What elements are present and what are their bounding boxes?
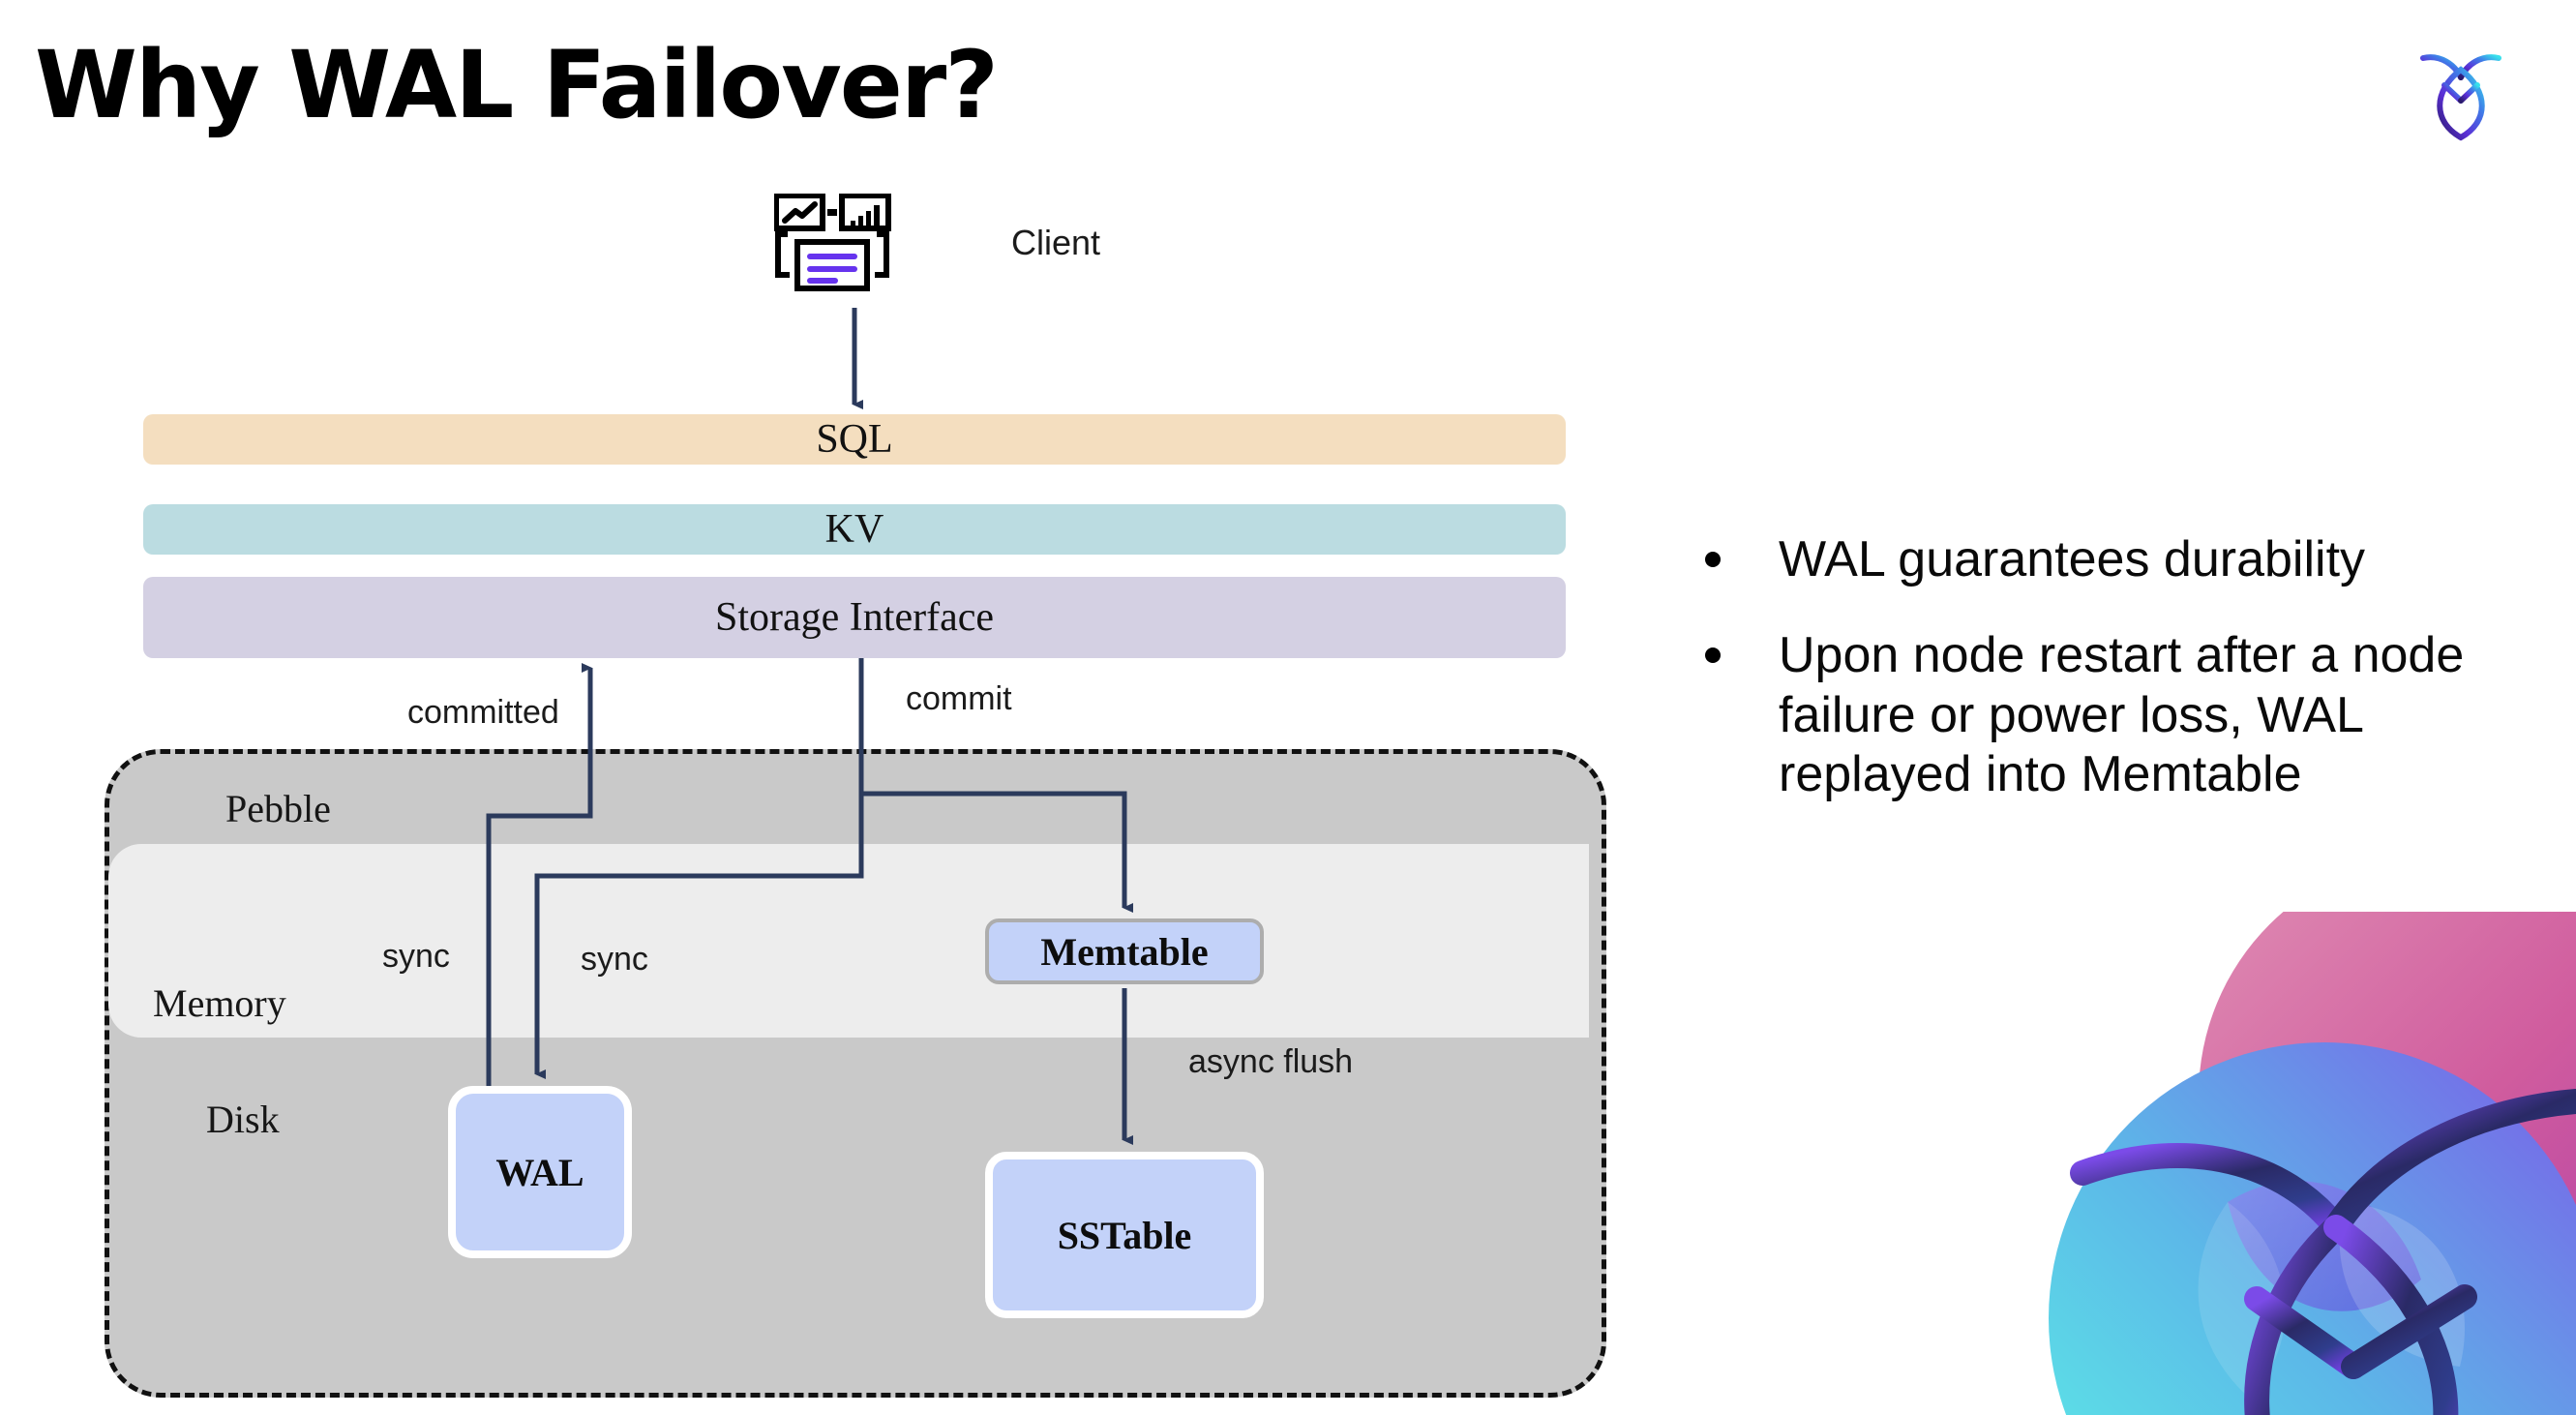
node-memtable-label: Memtable: [1040, 929, 1209, 974]
node-wal[interactable]: WAL: [448, 1086, 632, 1258]
memory-label: Memory: [153, 981, 286, 1025]
layer-bar-sql-label: SQL: [816, 417, 893, 462]
layer-bar-kv-label: KV: [824, 507, 884, 552]
bullet-list: WAL guarantees durability Upon node rest…: [1705, 530, 2528, 841]
list-item: WAL guarantees durability: [1705, 530, 2528, 589]
memory-zone-band: [108, 844, 1589, 1038]
edge-label-sync-left: sync: [382, 938, 450, 975]
layer-bar-storage-label: Storage Interface: [715, 595, 994, 640]
edge-label-commit: commit: [906, 680, 1012, 717]
edge-label-async-flush: async flush: [1188, 1043, 1354, 1080]
node-memtable[interactable]: Memtable: [985, 918, 1264, 984]
layer-bar-storage-interface[interactable]: Storage Interface: [143, 577, 1566, 658]
bullet-text: WAL guarantees durability: [1779, 531, 2366, 587]
list-item: Upon node restart after a node failure o…: [1705, 626, 2528, 804]
layer-bar-sql[interactable]: SQL: [143, 414, 1566, 465]
client-label: Client: [1011, 223, 1101, 262]
cockroachdb-logo-icon: [2420, 54, 2501, 141]
page-title: Why WAL Failover?: [35, 31, 999, 139]
pebble-label: Pebble: [225, 787, 331, 830]
bullet-dot-icon: [1705, 647, 1721, 664]
wal-architecture-diagram: Client SQL KV Storage Interface Pebble M…: [105, 194, 1606, 1398]
edge-label-sync-right: sync: [581, 941, 648, 978]
node-sstable[interactable]: SSTable: [985, 1152, 1264, 1318]
decorative-corner-graphic: [2049, 912, 2576, 1415]
edge-label-committed: committed: [407, 694, 559, 731]
bullet-dot-icon: [1705, 552, 1721, 567]
node-wal-label: WAL: [495, 1150, 584, 1194]
node-sstable-label: SSTable: [1057, 1213, 1192, 1257]
layer-bar-kv[interactable]: KV: [143, 504, 1566, 555]
disk-label: Disk: [206, 1098, 280, 1141]
bullet-text: Upon node restart after a node failure o…: [1779, 627, 2465, 803]
client-dashboard-icon: [774, 194, 891, 291]
